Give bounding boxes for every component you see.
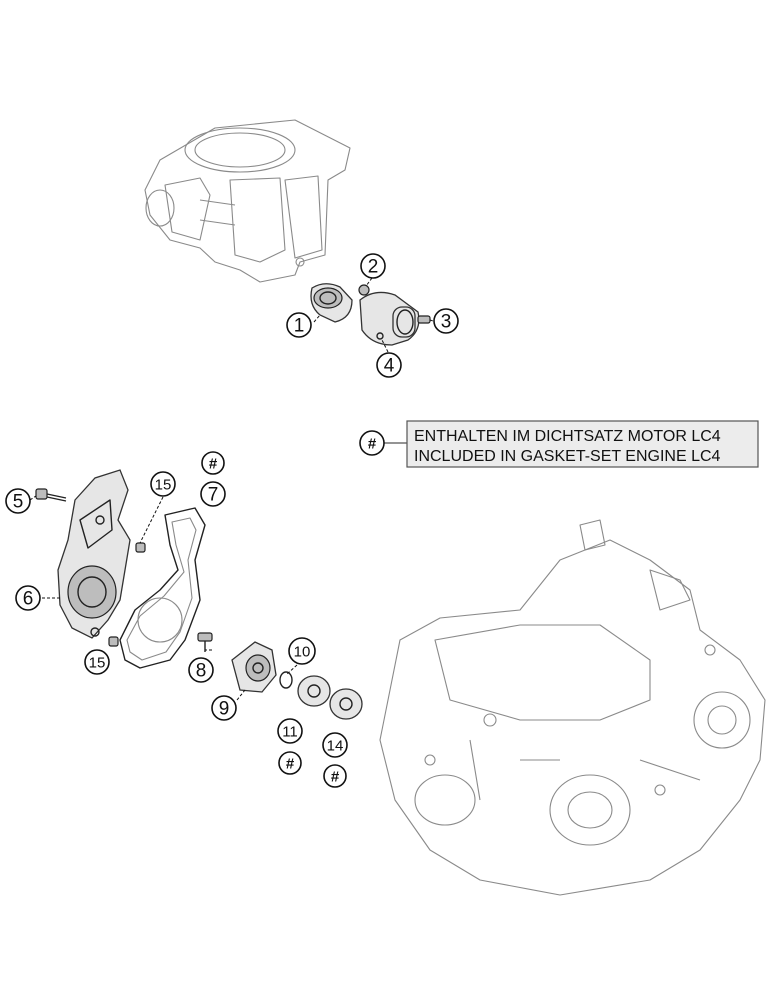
svg-text:15: 15 xyxy=(89,655,106,672)
gasket-set-mark-14: # xyxy=(323,764,347,788)
callout-6: 6 xyxy=(15,585,41,611)
shim xyxy=(279,671,293,689)
screw-5 xyxy=(35,488,67,502)
callout-15-upper: 15 xyxy=(150,471,176,497)
callout-5: 5 xyxy=(5,488,31,514)
water-pump-cover xyxy=(57,469,131,639)
svg-text:2: 2 xyxy=(368,257,379,278)
callout-11: 11 xyxy=(277,718,303,744)
svg-text:3: 3 xyxy=(441,312,452,333)
callout-3: 3 xyxy=(433,308,459,334)
svg-text:15: 15 xyxy=(155,477,172,494)
svg-text:1: 1 xyxy=(294,316,305,337)
legend-symbol: # xyxy=(359,430,385,456)
legend-box xyxy=(406,420,759,468)
svg-text:#: # xyxy=(331,769,340,786)
o-ring-small xyxy=(358,284,370,296)
svg-text:7: 7 xyxy=(208,485,219,506)
legend-line-de: ENTHALTEN IM DICHTSATZ MOTOR LC4 xyxy=(414,428,721,445)
gasket-set-mark-7: # xyxy=(201,451,225,475)
svg-text:#: # xyxy=(286,756,295,773)
legend-line-en: INCLUDED IN GASKET-SET ENGINE LC4 xyxy=(414,448,721,465)
callout-14: 14 xyxy=(322,732,348,758)
svg-text:8: 8 xyxy=(196,661,207,682)
svg-text:#: # xyxy=(209,456,218,473)
svg-text:5: 5 xyxy=(13,492,24,513)
shaft-seal-11 xyxy=(297,675,331,707)
svg-text:6: 6 xyxy=(23,589,34,610)
callout-7: 7 xyxy=(200,481,226,507)
callout-15-lower: 15 xyxy=(84,649,110,675)
callout-1: 1 xyxy=(286,312,312,338)
dowel-pin-upper xyxy=(135,542,146,553)
dowel-pin-lower xyxy=(108,636,119,647)
shaft-seal-14 xyxy=(329,688,363,720)
screw-8 xyxy=(197,632,213,652)
svg-text:#: # xyxy=(368,436,377,453)
callout-2: 2 xyxy=(360,253,386,279)
svg-text:14: 14 xyxy=(327,738,344,755)
thermostat-housing xyxy=(359,291,420,346)
gasket-set-mark-11: # xyxy=(278,751,302,775)
callout-9: 9 xyxy=(211,695,237,721)
svg-text:11: 11 xyxy=(282,724,298,741)
svg-text:9: 9 xyxy=(219,699,230,720)
callout-10: 10 xyxy=(288,637,316,665)
engine-crankcase xyxy=(379,519,766,896)
thermostat xyxy=(310,283,353,323)
svg-text:10: 10 xyxy=(294,644,311,661)
gasket-set-legend: # ENTHALTEN IM DICHTSATZ MOTOR LC4 INCLU… xyxy=(359,420,759,468)
callout-4: 4 xyxy=(376,352,402,378)
svg-text:4: 4 xyxy=(384,356,395,377)
callout-8: 8 xyxy=(188,657,214,683)
leader-lines xyxy=(29,277,434,701)
cylinder xyxy=(144,119,351,283)
impeller xyxy=(231,641,277,693)
water-pump-gasket xyxy=(119,507,206,669)
screw-3 xyxy=(417,315,431,324)
